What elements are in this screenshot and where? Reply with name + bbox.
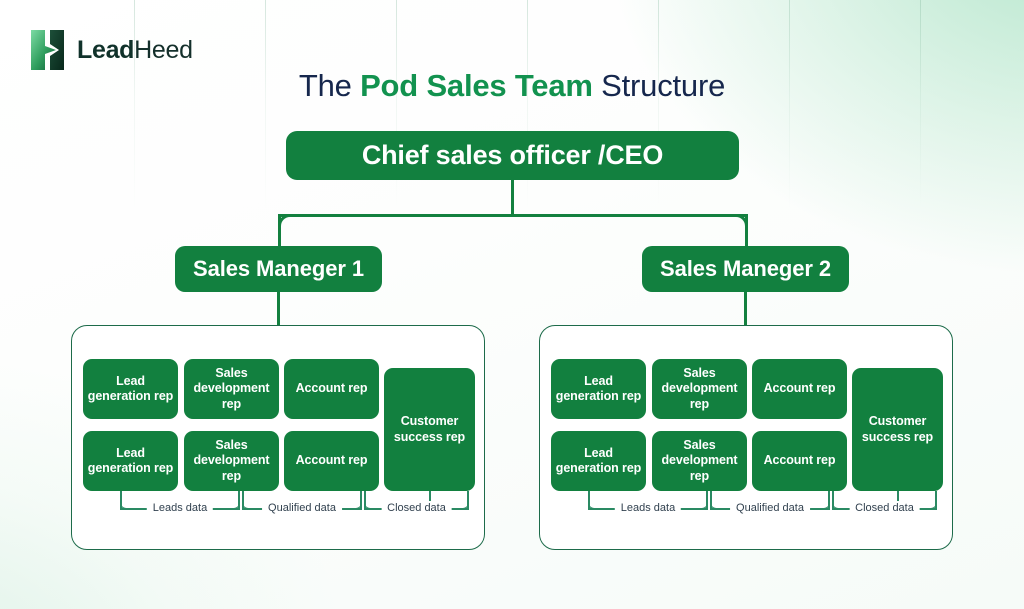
flow-label-qualified-data: Qualified data [730,501,810,516]
connector-drop-pod-2 [744,292,747,326]
flow-label-qualified-data: Qualified data [262,501,342,516]
flow-label-closed-data: Closed data [381,501,452,516]
role-sales-development-rep[interactable]: Sales development rep [184,359,279,419]
role-customer-success-rep[interactable]: Customer success rep [384,368,475,491]
flow-label-leads-data: Leads data [146,501,214,516]
leadheed-logo-mark-icon [31,30,64,70]
page-title: The Pod Sales Team Structure [0,68,1024,104]
connector-drop-manager-1 [278,216,281,246]
title-prefix: The [298,68,361,103]
node-sales-manager-1[interactable]: Sales Maneger 1 [175,246,382,292]
flow-bracket-leads-data: Leads data [120,491,240,517]
brand-name-bold: Lead [77,35,135,64]
node-ceo[interactable]: Chief sales officer /CEO [286,131,739,180]
role-sales-development-rep[interactable]: Sales development rep [652,359,747,419]
role-account-rep[interactable]: Account rep [284,359,379,419]
flow-bracket-closed-data: Closed data [832,491,937,517]
connector-branch-bar [278,214,748,217]
pod-container-2: Lead generation rep Sales development re… [539,325,953,550]
role-customer-success-rep[interactable]: Customer success rep [852,368,943,491]
role-lead-generation-rep[interactable]: Lead generation rep [551,359,646,419]
node-sales-manager-2[interactable]: Sales Maneger 2 [642,246,849,292]
role-sales-development-rep[interactable]: Sales development rep [652,431,747,491]
title-suffix: Structure [592,68,726,103]
role-account-rep[interactable]: Account rep [752,359,847,419]
connector-drop-manager-2 [745,216,748,246]
flow-bracket-qualified-data: Qualified data [710,491,830,517]
brand-name-regular: Heed [134,35,193,64]
role-account-rep[interactable]: Account rep [284,431,379,491]
flow-label-closed-data: Closed data [849,501,920,516]
brand-name: LeadHeed [77,35,193,64]
flow-bracket-leads-data: Leads data [588,491,708,517]
flow-bracket-qualified-data: Qualified data [242,491,362,517]
connector-ceo-stem [511,180,514,216]
role-lead-generation-rep[interactable]: Lead generation rep [83,431,178,491]
flow-bracket-closed-data: Closed data [364,491,469,517]
title-highlight: Pod Sales Team [360,68,593,103]
pod-container-1: Lead generation rep Sales development re… [71,325,485,550]
flow-label-leads-data: Leads data [614,501,682,516]
role-lead-generation-rep[interactable]: Lead generation rep [551,431,646,491]
role-sales-development-rep[interactable]: Sales development rep [184,431,279,491]
role-account-rep[interactable]: Account rep [752,431,847,491]
connector-drop-pod-1 [277,292,280,326]
brand-logo[interactable]: LeadHeed [30,29,193,71]
role-lead-generation-rep[interactable]: Lead generation rep [83,359,178,419]
